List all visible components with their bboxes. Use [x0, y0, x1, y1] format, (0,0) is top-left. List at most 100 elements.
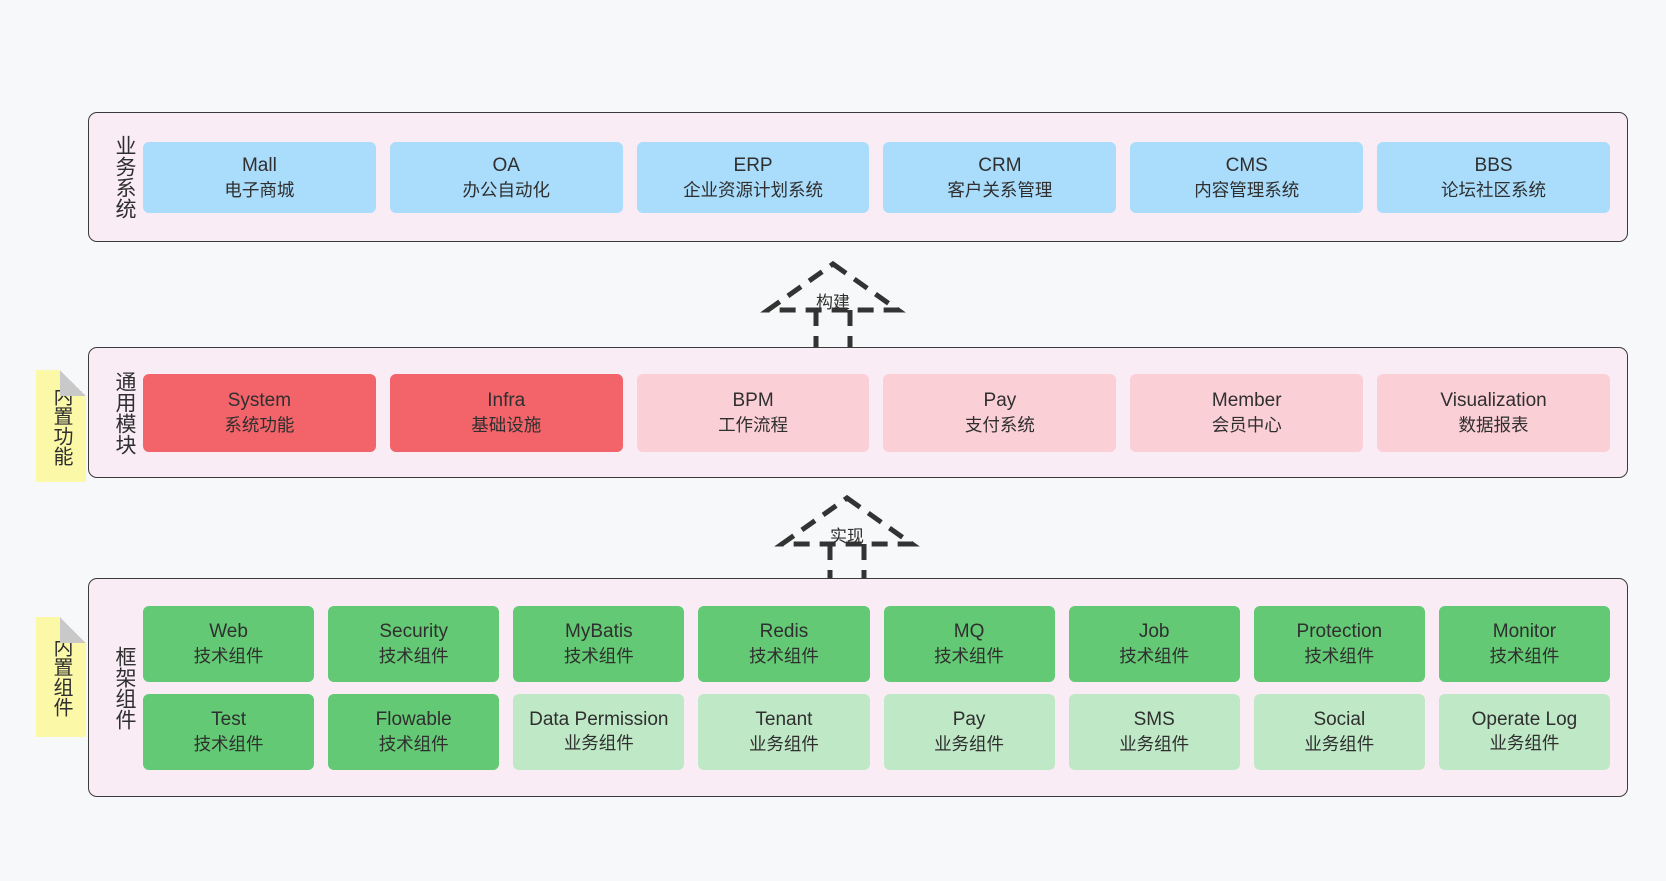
framework-card-mq[interactable]: MQ 技术组件 — [883, 605, 1055, 682]
card-title: Pay — [952, 709, 986, 730]
business-card-erp[interactable]: ERP 企业资源计划系统 — [636, 141, 870, 213]
card-title: BBS — [1474, 154, 1513, 176]
framework-card-web[interactable]: Web 技术组件 — [143, 605, 315, 682]
card-subtitle: 技术组件 — [193, 734, 264, 754]
card-title: Web — [209, 621, 248, 642]
card-subtitle: 业务组件 — [934, 734, 1005, 754]
card-subtitle: 技术组件 — [934, 646, 1005, 666]
card-subtitle: 技术组件 — [1304, 646, 1375, 666]
card-subtitle: 技术组件 — [378, 646, 449, 666]
card-subtitle: 技术组件 — [1119, 646, 1190, 666]
framework-card-social[interactable]: Social 业务组件 — [1253, 693, 1425, 770]
card-subtitle: 基础设施 — [471, 415, 542, 435]
card-subtitle: 企业资源计划系统 — [683, 179, 824, 200]
layer-business-caption: 业务系统 — [113, 135, 136, 219]
card-title: Operate Log — [1471, 709, 1578, 730]
card-title: ERP — [733, 154, 773, 176]
card-subtitle: 业务组件 — [1304, 734, 1375, 754]
card-title: MQ — [953, 621, 985, 642]
sticky-note-builtin-function-label: 内置功能 — [50, 386, 72, 466]
layer-framework-caption: 框架组件 — [113, 645, 136, 730]
card-title: Redis — [759, 621, 809, 642]
layer-common-caption: 通用模块 — [113, 370, 136, 455]
card-title: Protection — [1296, 621, 1383, 642]
framework-card-mybatis[interactable]: MyBatis 技术组件 — [513, 605, 685, 682]
arrow-build: 构建 — [758, 258, 908, 350]
framework-card-tenant[interactable]: Tenant 业务组件 — [698, 693, 870, 770]
arrow-shaft — [827, 544, 867, 584]
card-title: CMS — [1225, 154, 1268, 176]
card-subtitle: 业务组件 — [748, 734, 819, 754]
business-card-bbs[interactable]: BBS 论坛社区系统 — [1377, 141, 1610, 213]
arrow-head-triangle — [774, 494, 920, 547]
common-card-bpm[interactable]: BPM 工作流程 — [636, 373, 870, 452]
card-title: System — [227, 390, 292, 411]
card-title: Visualization — [1440, 390, 1547, 411]
arrow-shaft — [813, 310, 853, 350]
card-title: Infra — [487, 390, 526, 411]
common-card-system[interactable]: System 系统功能 — [143, 373, 376, 452]
card-subtitle: 工作流程 — [718, 415, 789, 435]
business-card-crm[interactable]: CRM 客户关系管理 — [883, 141, 1117, 213]
card-title: MyBatis — [565, 621, 633, 642]
card-title: Flowable — [375, 709, 452, 730]
card-title: Data Permission — [529, 709, 669, 730]
card-subtitle: 业务组件 — [1489, 733, 1560, 753]
card-subtitle: 论坛社区系统 — [1441, 179, 1547, 200]
card-title: Monitor — [1492, 621, 1557, 642]
framework-card-data-permission[interactable]: Data Permission 业务组件 — [513, 693, 685, 770]
card-title: Member — [1211, 390, 1282, 411]
card-title: OA — [492, 154, 520, 176]
card-subtitle: 业务组件 — [563, 733, 634, 753]
framework-card-operate-log[interactable]: Operate Log 业务组件 — [1438, 693, 1610, 770]
card-title: Pay — [983, 390, 1017, 411]
card-title: Mall — [241, 154, 277, 176]
card-subtitle: 办公自动化 — [462, 179, 550, 200]
business-card-oa[interactable]: OA 办公自动化 — [389, 141, 623, 213]
sticky-note-builtin-component: 内置组件 — [36, 617, 86, 737]
arrow-realize-label: 实现 — [830, 527, 864, 546]
framework-card-redis[interactable]: Redis 技术组件 — [698, 605, 870, 682]
card-subtitle: 技术组件 — [193, 646, 264, 666]
card-subtitle: 客户关系管理 — [947, 179, 1053, 200]
card-subtitle: 技术组件 — [748, 646, 819, 666]
framework-card-protection[interactable]: Protection 技术组件 — [1253, 605, 1425, 682]
card-subtitle: 技术组件 — [1489, 646, 1560, 666]
card-subtitle: 技术组件 — [563, 646, 634, 666]
arrow-build-label: 构建 — [816, 293, 850, 312]
card-title: CRM — [978, 154, 1022, 176]
card-title: Tenant — [755, 709, 813, 730]
card-title: Security — [379, 621, 448, 642]
sticky-fold-corner-icon — [60, 370, 86, 396]
card-title: SMS — [1133, 709, 1175, 730]
common-card-infra[interactable]: Infra 基础设施 — [389, 373, 623, 452]
framework-card-security[interactable]: Security 技术组件 — [328, 605, 500, 682]
card-subtitle: 系统功能 — [224, 415, 295, 435]
arrow-realize: 实现 — [772, 492, 922, 584]
framework-card-pay[interactable]: Pay 业务组件 — [883, 693, 1055, 770]
sticky-note-builtin-component-label: 内置组件 — [50, 637, 72, 717]
framework-card-test[interactable]: Test 技术组件 — [143, 693, 315, 770]
arrow-head-triangle — [760, 260, 906, 313]
framework-card-monitor[interactable]: Monitor 技术组件 — [1438, 605, 1610, 682]
card-title: Test — [211, 709, 246, 730]
card-title: Social — [1313, 709, 1366, 730]
card-title: BPM — [732, 390, 774, 411]
